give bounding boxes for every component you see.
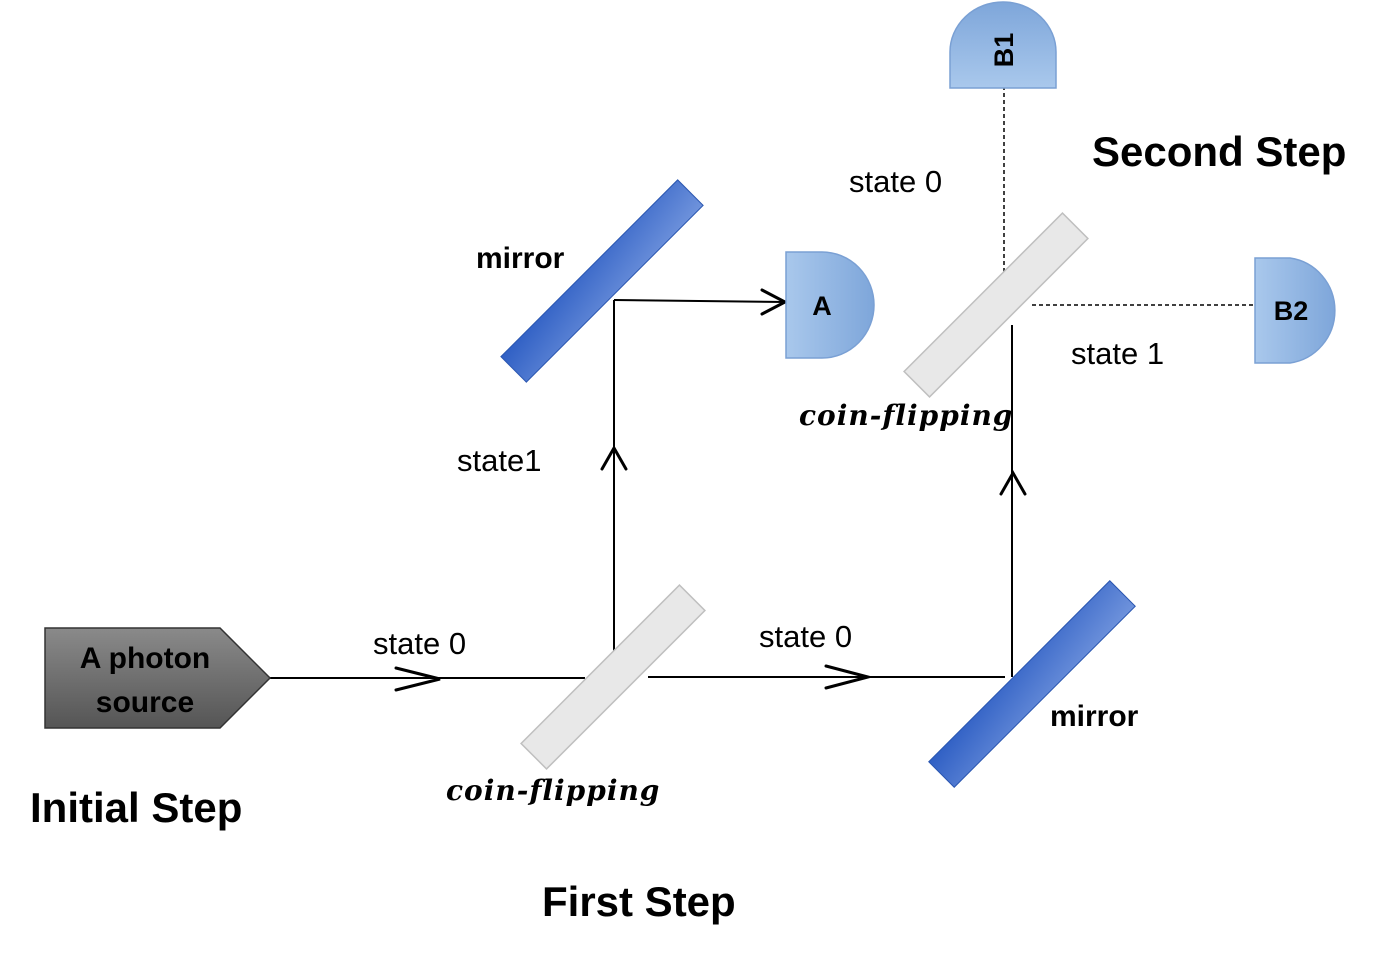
splitter-second — [903, 212, 1089, 398]
coin-flipping-label-second: coin-flipping — [799, 399, 1013, 432]
detector-b2: B2 — [1254, 257, 1336, 364]
coin-flipping-label-first: coin-flipping — [446, 774, 660, 807]
mirror-bottom-label: mirror — [1050, 700, 1139, 733]
arrow-right-icon — [760, 288, 789, 316]
detector-a: A — [785, 251, 875, 359]
step-heading-first: First Step — [542, 878, 736, 925]
state-label-second-state0: state 0 — [849, 164, 942, 199]
state-label-first-state1: state1 — [457, 443, 541, 478]
photon-source-label-line1: A photon — [80, 642, 211, 675]
mirror-bottom — [928, 580, 1136, 788]
state-label-first-state0: state 0 — [759, 619, 852, 654]
photon-source-label-line2: source — [96, 686, 194, 719]
state-label-second-state1: state 1 — [1071, 336, 1164, 371]
arrow-right-icon — [824, 664, 874, 690]
detector-b1: B1 — [949, 1, 1057, 89]
arrow-up-icon — [600, 444, 628, 471]
mirror-top-label: mirror — [476, 242, 565, 275]
arrow-heads — [394, 288, 1027, 692]
splitter-first — [520, 584, 706, 770]
mirror-top — [500, 179, 704, 383]
step-heading-initial: Initial Step — [30, 784, 242, 831]
dashed-paths — [1003, 88, 1255, 306]
beam-paths — [270, 299, 1013, 679]
step-heading-second: Second Step — [1092, 128, 1346, 175]
arrow-up-icon — [999, 469, 1027, 496]
beam-mirror-top-to-a — [613, 299, 786, 303]
photon-source: A photon source — [44, 627, 272, 729]
detector-b1-label: B1 — [989, 33, 1019, 68]
arrow-right-icon — [394, 666, 441, 692]
detector-a-label: A — [812, 291, 832, 321]
state-label-input: state 0 — [373, 626, 466, 661]
detector-b2-label: B2 — [1274, 296, 1309, 326]
